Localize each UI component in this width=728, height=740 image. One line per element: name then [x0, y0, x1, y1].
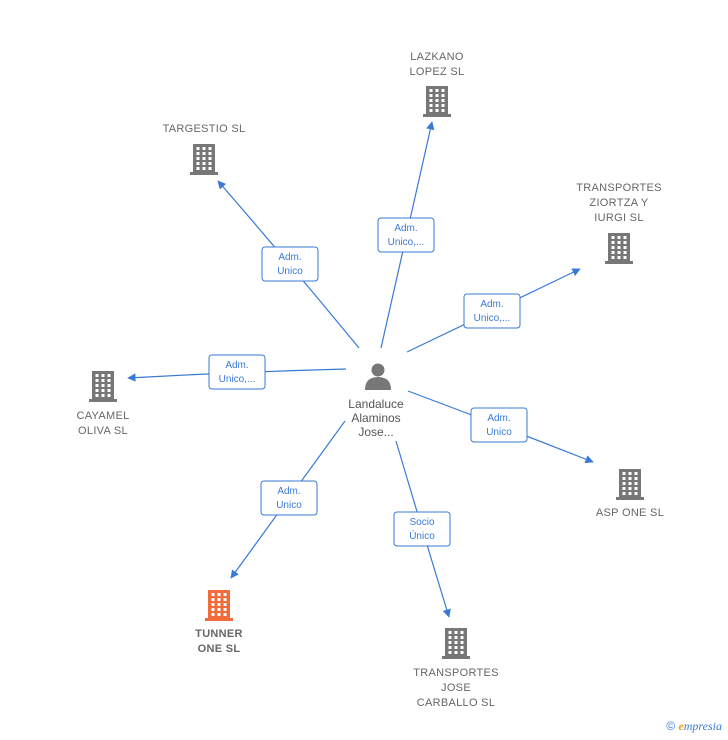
edge-lazkano: Adm. Unico,... — [377, 121, 435, 349]
edge-transportes-ziortza: Adm. Unico,... — [406, 268, 581, 353]
company-label[interactable]: LOPEZ SL — [410, 66, 465, 78]
edge-label-box[interactable]: Adm. Unico — [260, 480, 318, 516]
company-node-transportes-jose[interactable]: TRANSPORTES JOSE CARBALLO SL — [413, 628, 499, 709]
building-icon[interactable] — [605, 233, 633, 264]
company-label[interactable]: CAYAMEL — [76, 410, 129, 422]
company-label[interactable]: IURGI SL — [594, 212, 643, 224]
edge-label-text: Unico — [277, 266, 303, 277]
edge-label-box[interactable]: Adm. Unico,... — [377, 217, 435, 253]
edge-label-box[interactable]: Adm. Unico — [261, 246, 319, 282]
building-icon[interactable] — [616, 469, 644, 500]
edge-asp-one: Adm. Unico — [407, 390, 594, 464]
edge-label-text: Único — [409, 529, 435, 542]
edge-targestio: Adm. Unico — [217, 180, 360, 349]
copyright-symbol: © — [666, 719, 676, 733]
brand-logo: empresia — [678, 719, 722, 733]
building-icon[interactable] — [89, 371, 117, 402]
building-icon[interactable] — [190, 144, 218, 175]
edge-label-text: Socio — [409, 517, 434, 528]
person-node[interactable]: LandaluceAlaminosJose... — [348, 363, 404, 440]
footer-brand: © empresia — [666, 719, 722, 734]
company-label[interactable]: TARGESTIO SL — [163, 123, 246, 135]
company-label[interactable]: TRANSPORTES — [413, 667, 499, 679]
edge-label-text: Adm. — [278, 252, 301, 263]
company-label[interactable]: ONE SL — [198, 643, 241, 655]
edge-label-box[interactable]: Adm. Unico — [470, 407, 528, 443]
edge-label-text: Adm. — [225, 360, 248, 371]
person-label[interactable]: Alaminos — [351, 411, 400, 425]
company-node-tunner-one[interactable]: TUNNER ONE SL — [195, 590, 243, 655]
company-label[interactable]: LAZKANO — [410, 51, 464, 63]
edge-label-text: Adm. — [487, 413, 510, 424]
building-icon[interactable] — [442, 628, 470, 659]
person-label[interactable]: Jose... — [358, 425, 393, 439]
company-label[interactable]: ASP ONE SL — [596, 507, 664, 519]
edge-label-text: Adm. — [480, 299, 503, 310]
person-label[interactable]: Landaluce — [348, 397, 404, 411]
company-node-lazkano[interactable]: LAZKANO LOPEZ SL — [410, 51, 465, 117]
edge-label-text: Adm. — [394, 223, 417, 234]
building-icon[interactable] — [205, 590, 233, 621]
company-node-cayamel[interactable]: CAYAMEL OLIVA SL — [76, 371, 129, 437]
company-label[interactable]: ZIORTZA Y — [589, 197, 649, 209]
person-icon[interactable] — [365, 363, 391, 391]
edge-label-text: Unico,... — [474, 313, 511, 324]
company-node-targestio[interactable]: TARGESTIO SL — [163, 123, 246, 175]
company-label[interactable]: CARBALLO SL — [417, 697, 496, 709]
edge-label-box[interactable]: Adm. Unico,... — [208, 354, 266, 390]
edge-label-text: Unico — [486, 427, 512, 438]
edge-label-text: Unico,... — [388, 237, 425, 248]
company-label[interactable]: TUNNER — [195, 628, 243, 640]
building-icon[interactable] — [423, 86, 451, 117]
company-label[interactable]: TRANSPORTES — [576, 182, 662, 194]
edge-label-text: Unico — [276, 500, 302, 511]
edge-label-text: Unico,... — [219, 374, 256, 385]
edge-cayamel: Adm. Unico,... — [127, 354, 347, 390]
edge-label-text: Adm. — [277, 486, 300, 497]
company-node-transportes-ziortza[interactable]: TRANSPORTES ZIORTZA Y IURGI SL — [576, 182, 662, 264]
edge-tunner-one: Adm. Unico — [230, 420, 346, 579]
edge-label-box[interactable]: Adm. Unico,... — [463, 293, 521, 329]
company-label[interactable]: OLIVA SL — [78, 425, 128, 437]
company-label[interactable]: JOSE — [441, 682, 471, 694]
company-node-asp-one[interactable]: ASP ONE SL — [596, 469, 664, 519]
